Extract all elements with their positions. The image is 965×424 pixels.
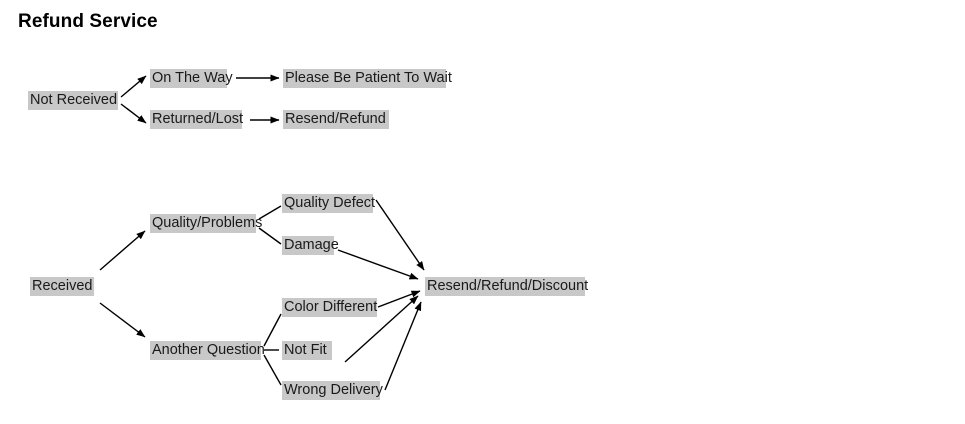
edge-quality_problems-to-quality_defect xyxy=(258,205,282,220)
node-wrong_delivery[interactable]: Wrong Delivery xyxy=(282,381,383,400)
node-color_different[interactable]: Color Different xyxy=(282,298,378,317)
edge-color_different-to-resend_refund_discount xyxy=(377,290,421,308)
edge-not_received-to-on_the_way xyxy=(120,75,147,98)
node-quality_problems[interactable]: Quality/Problems xyxy=(150,214,263,233)
node-another_question[interactable]: Another Question xyxy=(150,341,265,360)
edge-damage-to-resend_refund_discount xyxy=(337,249,419,280)
node-damage[interactable]: Damage xyxy=(282,236,339,255)
node-received[interactable]: Received xyxy=(30,277,94,296)
node-resend_refund[interactable]: Resend/Refund xyxy=(283,110,389,129)
node-quality_defect[interactable]: Quality Defect xyxy=(282,194,376,213)
edge-not_received-to-returned_lost xyxy=(120,103,147,124)
page-title: Refund Service xyxy=(18,11,158,32)
node-please_be_patient[interactable]: Please Be Patient To Wait xyxy=(283,69,452,88)
node-resend_refund_discount[interactable]: Resend/Refund/Discount xyxy=(425,277,589,296)
node-on_the_way[interactable]: On The Way xyxy=(150,69,233,88)
edge-quality_defect-to-resend_refund_discount xyxy=(375,199,425,271)
edge-quality_problems-to-damage xyxy=(258,227,282,245)
edge-received-to-quality_problems xyxy=(99,230,146,271)
edge-another_question-to-color_different xyxy=(263,313,282,347)
edge-wrong_delivery-to-resend_refund_discount xyxy=(384,301,422,391)
node-not_fit[interactable]: Not Fit xyxy=(282,341,332,360)
edge-another_question-to-wrong_delivery xyxy=(263,354,282,386)
node-not_received[interactable]: Not Received xyxy=(28,91,118,110)
edge-received-to-another_question xyxy=(99,302,146,338)
node-returned_lost[interactable]: Returned/Lost xyxy=(150,110,244,129)
